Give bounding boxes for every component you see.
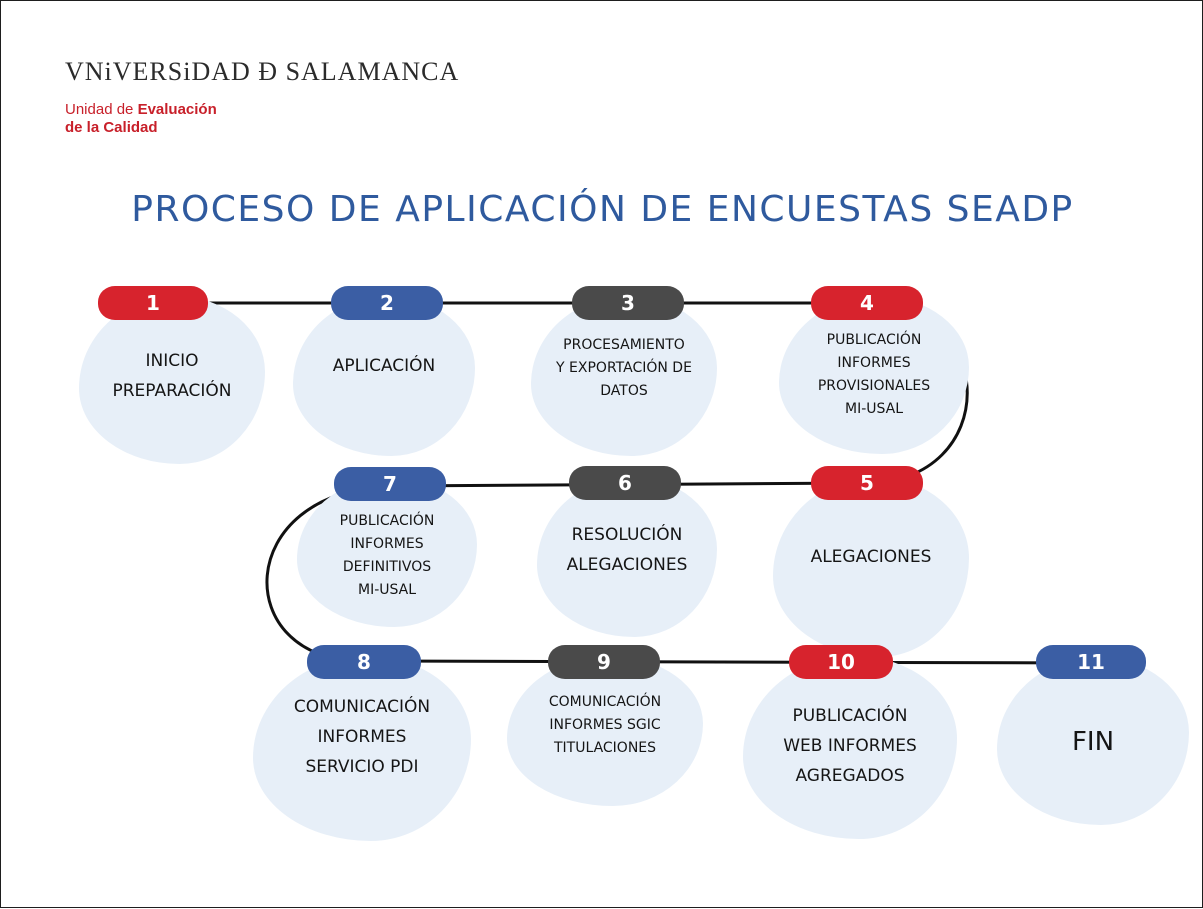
step-7-bubble xyxy=(297,477,477,627)
page-title: PROCESO DE APLICACIÓN DE ENCUESTAS SEADP xyxy=(131,189,1074,230)
step-5-label: ALEGACIONES xyxy=(810,547,932,567)
step-11-label: FIN xyxy=(1071,727,1115,757)
step-1-bubble xyxy=(79,296,265,464)
step-3-badge: 3 xyxy=(572,286,684,320)
step-10-badge: 10 xyxy=(789,645,893,679)
step-10-label: PUBLICACIÓN WEB INFORMES AGREGADOS xyxy=(783,706,917,786)
step-2-bubble xyxy=(293,296,475,456)
step-8-bubble xyxy=(253,656,471,841)
step-4-bubble xyxy=(779,296,969,454)
step-9-badge: 9 xyxy=(548,645,660,679)
step-8-badge: 8 xyxy=(307,645,421,679)
step-1-badge: 1 xyxy=(98,286,208,320)
unit-name: Unidad de Evaluación de la Calidad xyxy=(65,101,217,137)
unit-prefix: Unidad de xyxy=(65,101,134,118)
step-9-bubble xyxy=(507,656,703,806)
step-2-badge: 2 xyxy=(331,286,443,320)
step-5-bubble xyxy=(773,477,969,657)
step-7-badge: 7 xyxy=(334,467,446,501)
step-9-label: COMUNICACIÓN INFORMES SGIC TITULACIONES xyxy=(548,694,662,756)
step-4-badge: 4 xyxy=(811,286,923,320)
step-1-label: INICIO PREPARACIÓN xyxy=(112,351,232,401)
step-6-badge: 6 xyxy=(569,466,681,500)
step-6-label: RESOLUCIÓN ALEGACIONES xyxy=(566,525,688,575)
step-6-bubble xyxy=(537,477,717,637)
step-2-label: APLICACIÓN xyxy=(332,356,436,376)
step-3-label: PROCESAMIENTO Y EXPORTACIÓN DE DATOS xyxy=(556,337,692,399)
step-11-bubble xyxy=(997,657,1189,825)
university-logo: VNiVERSiDAD Ð SALAMANCA xyxy=(65,57,460,86)
step-10-bubble xyxy=(743,656,957,839)
unit-bold: Evaluación xyxy=(137,101,217,118)
step-4-label: PUBLICACIÓN INFORMES PROVISIONALES MI-US… xyxy=(817,332,931,417)
step-11-badge: 11 xyxy=(1036,645,1146,679)
step-7-label: PUBLICACIÓN INFORMES DEFINITIVOS MI-USAL xyxy=(339,513,435,598)
unit-line2: de la Calidad xyxy=(65,119,158,136)
step-8-label: COMUNICACIÓN INFORMES SERVICIO PDI xyxy=(293,697,431,777)
step-3-bubble xyxy=(531,296,717,456)
step-5-badge: 5 xyxy=(811,466,923,500)
